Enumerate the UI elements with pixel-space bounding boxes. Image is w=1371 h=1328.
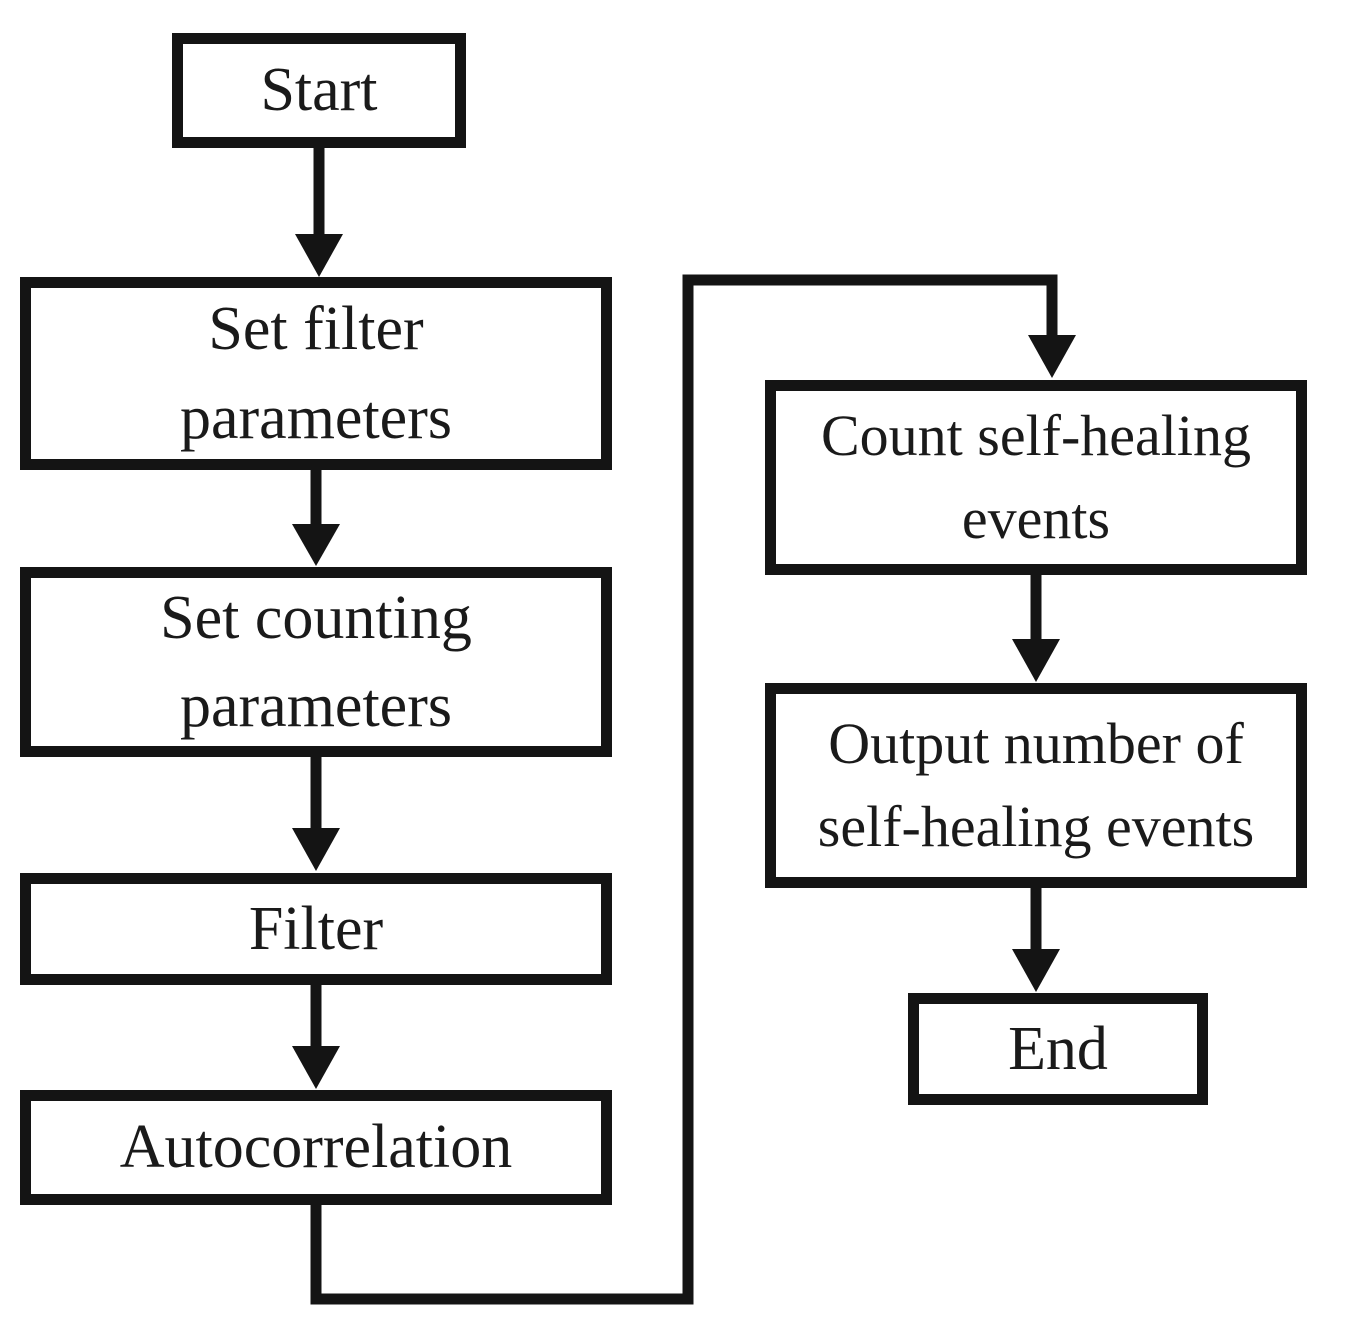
node-set-filter-line1: Set filter — [208, 295, 424, 364]
arrow-count-to-output — [1012, 575, 1060, 682]
node-output-line1: Output number of — [828, 711, 1244, 777]
node-set-counting-line1: Set counting — [160, 583, 472, 652]
arrow-set-counting-to-filter — [292, 757, 340, 871]
node-autocorrelation-label: Autocorrelation — [119, 1113, 513, 1182]
node-output-line2: self-healing events — [817, 793, 1255, 859]
flowchart-node-output-number-of-self-healing-events: Output number of self-healing events — [765, 683, 1307, 888]
flowchart-node-set-counting-parameters: Set counting parameters — [20, 567, 612, 757]
arrow-output-to-end — [1012, 888, 1060, 992]
arrow-set-filter-to-set-counting — [292, 470, 340, 566]
flowchart-node-autocorrelation: Autocorrelation — [20, 1090, 612, 1205]
arrow-filter-to-autocorrelation — [292, 985, 340, 1089]
node-count-line1: Count self-healing — [820, 403, 1252, 469]
node-end-label: End — [1008, 1014, 1108, 1083]
flowchart-node-end: End — [908, 993, 1208, 1105]
node-count-line2: events — [961, 485, 1111, 551]
flowchart-node-start: Start — [172, 33, 466, 148]
node-start-label: Start — [260, 56, 378, 125]
flowchart-node-count-self-healing-events: Count self-healing events — [765, 380, 1307, 575]
node-filter-label: Filter — [248, 894, 384, 963]
flowchart-node-set-filter-parameters: Set filter parameters — [20, 277, 612, 470]
flowchart-node-filter: Filter — [20, 873, 612, 985]
arrow-start-to-set-filter — [295, 148, 343, 277]
node-set-filter-line2: parameters — [180, 383, 452, 452]
elbow-arrow-autocorrelation-to-count — [310, 274, 1076, 1305]
node-set-counting-line2: parameters — [180, 672, 452, 740]
